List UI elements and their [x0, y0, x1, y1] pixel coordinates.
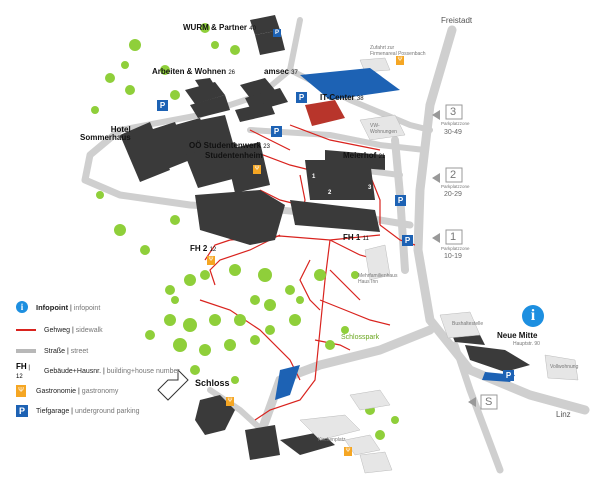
label-arbeiten: Arbeiten & Wohnen 26 [152, 67, 235, 77]
label-wurm: WURM & Partner 40 [183, 23, 256, 33]
light-buildings [299, 57, 579, 474]
gastronomy-legend-icon: Ψ [16, 385, 26, 397]
parking-legend-icon: P [16, 405, 28, 417]
infopoint-legend-icon: i [16, 301, 28, 313]
zone-3-range: 30-49 [444, 129, 462, 136]
legend-infopoint: i Infopoint | infopoint [16, 299, 100, 315]
trees [91, 23, 399, 440]
parking-icon[interactable]: P [296, 92, 307, 103]
label-vulkhaus: VW- Wohnungen [370, 123, 397, 135]
infopoint-icon[interactable]: i [522, 305, 544, 327]
legend-gastro: Ψ Gastronomie | gastronomy [16, 383, 118, 399]
zone-3-label: Parkplatzzone [441, 121, 470, 126]
road-freistadt: Freistadt [441, 16, 473, 25]
label-hotel: Hotel Sommerhaus [80, 125, 131, 142]
legend-gebaeude: FH | 12 Gebäude+Hausnr. | building+house… [16, 362, 180, 380]
label-amsec: amsec 37 [264, 67, 298, 77]
legend-tiefgarage: P Tiefgarage | underground parking [16, 403, 140, 419]
park-label: Schlosspark [341, 334, 380, 341]
zone-2-label: Parkplatzzone [441, 184, 470, 189]
label-itcenter: IT-Center 38 [320, 93, 364, 103]
gastronomy-icon[interactable]: Ψ [396, 56, 404, 65]
zone-1-label: Parkplatzzone [441, 246, 470, 251]
label-meierhof: Meierhof 21 [343, 151, 386, 161]
gastronomy-icon[interactable]: Ψ [344, 447, 352, 456]
label-zufahrt: Zufahrt zur Firmenareal Possenbach [370, 45, 426, 57]
building-number-1: 1 [312, 174, 316, 180]
label-kirchenplatz: Kirchenplatz [318, 437, 346, 443]
buildings [120, 15, 530, 460]
gastronomy-icon[interactable]: Ψ [253, 165, 261, 174]
label-oo: OÖ Studentenwerk 23 [189, 141, 270, 151]
building-number-3: 3 [368, 185, 372, 191]
label-vollwohn: Vollwohnung [550, 364, 579, 370]
label-schloss: Schloss [195, 378, 230, 388]
label-fh1: FH 1 11 [343, 233, 369, 243]
parking-icon[interactable]: P [503, 370, 514, 381]
parking-icon[interactable]: P [402, 235, 413, 246]
building-number-2: 2 [328, 190, 332, 196]
legend-strasse: Straße | street [16, 343, 88, 359]
sidewalk-legend-icon [16, 329, 36, 331]
zone-1-num: 1 [450, 231, 457, 243]
label-mehrfamilien: Mehrfamilienhaus Haus Inn [358, 273, 398, 285]
zone-markers [432, 104, 498, 410]
street-legend-icon [16, 349, 36, 353]
parking-areas [275, 68, 515, 400]
it-center-building [305, 100, 345, 126]
zone-3-num: 3 [450, 106, 457, 118]
gastronomy-icon[interactable]: Ψ [207, 256, 215, 265]
bus-zone-letter: S [485, 396, 493, 408]
schloss-symbol [157, 368, 189, 401]
zone-1-range: 10-19 [444, 253, 462, 260]
building-number-legend-icon: FH | 12 [16, 362, 30, 380]
label-fh2: FH 2 12 [190, 244, 217, 254]
zone-2-num: 2 [450, 169, 457, 181]
zone-2-range: 20-29 [444, 191, 462, 198]
parking-icon[interactable]: P [395, 195, 406, 206]
sidewalks [199, 124, 416, 421]
label-neuemitte-addr: Hauptstr. 90 [513, 341, 540, 347]
parking-icon[interactable]: P [157, 100, 168, 111]
road-linz: Linz [556, 410, 571, 419]
label-neuemitte: Neue Mitte [497, 331, 538, 340]
legend-gehweg: Gehweg | sidewalk [16, 322, 103, 338]
parking-icon[interactable]: P [273, 29, 281, 37]
label-studentenheim: Studentenheim [205, 151, 263, 160]
parking-icon[interactable]: P [271, 126, 282, 137]
label-bushaltestelle: Bushaltestelle [452, 321, 484, 327]
gastronomy-icon[interactable]: Ψ [226, 397, 234, 406]
